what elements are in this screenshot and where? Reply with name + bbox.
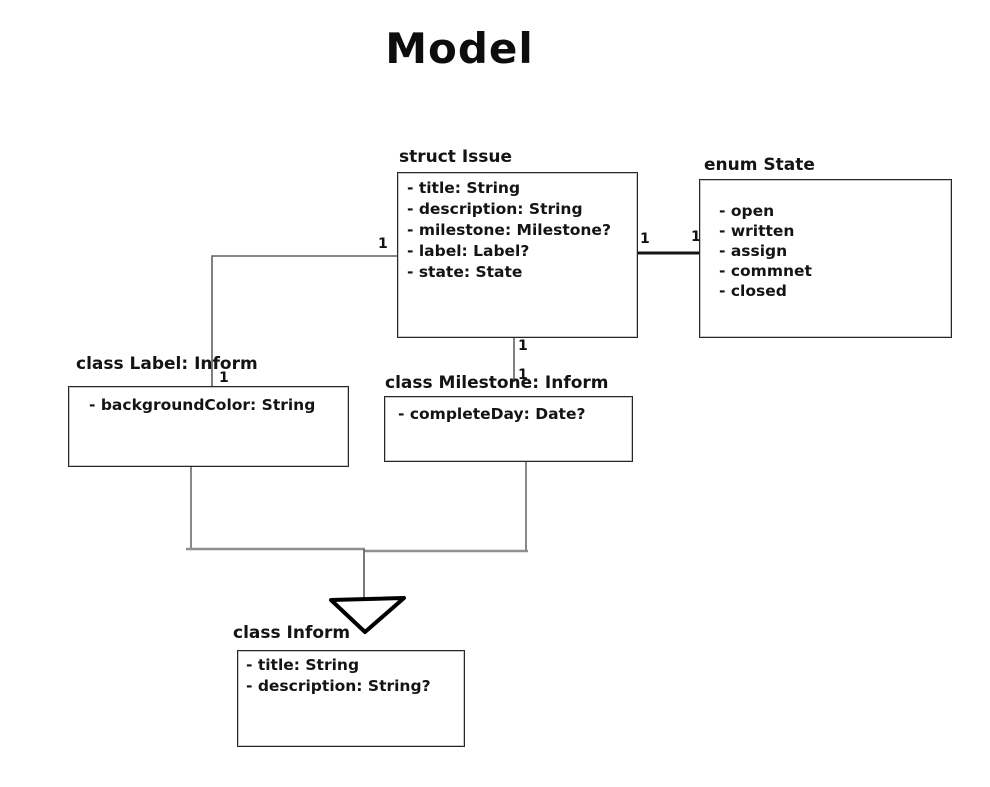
node-header-inform: class Inform — [233, 623, 351, 643]
node-header-milestone: class Milestone: Inform — [385, 373, 609, 393]
class-box-issue: - title: String - description: String - … — [397, 172, 638, 338]
class-box-inform: - title: String - description: String? — [237, 650, 465, 747]
node-header-issue: struct Issue — [399, 147, 513, 167]
class-box-label: - backgroundColor: String — [68, 386, 349, 467]
field-row: - state: State — [407, 263, 523, 281]
field-row: - commnet — [719, 262, 812, 280]
multiplicity-label-end: 1 — [219, 370, 229, 386]
field-row: - title: String — [407, 179, 521, 197]
class-box-milestone: - completeDay: Date? — [384, 396, 633, 462]
multiplicity-milestone-end: 1 — [518, 367, 528, 383]
diagram-title: Model — [385, 24, 534, 73]
multiplicity-issue-state-end: 1 — [640, 231, 650, 247]
field-row: - assign — [719, 242, 788, 260]
node-header-state: enum State — [704, 155, 815, 175]
field-row: - completeDay: Date? — [398, 405, 586, 423]
field-row: - written — [719, 222, 795, 240]
field-row: - closed — [719, 282, 787, 300]
field-row: - label: Label? — [407, 242, 530, 260]
field-row: - open — [719, 202, 775, 220]
enum-box-state: - open - written - assign - commnet - cl… — [699, 179, 952, 338]
multiplicity-issue-label-end: 1 — [378, 236, 388, 252]
multiplicity-issue-milestone-end: 1 — [518, 338, 528, 354]
field-row: - description: String — [407, 200, 583, 218]
node-header-label: class Label: Inform — [76, 354, 258, 374]
field-row: - milestone: Milestone? — [407, 221, 611, 239]
field-row: - backgroundColor: String — [89, 396, 316, 414]
field-row: - description: String? — [246, 677, 431, 695]
field-row: - title: String — [246, 656, 360, 674]
multiplicity-state-end: 1 — [691, 229, 701, 245]
